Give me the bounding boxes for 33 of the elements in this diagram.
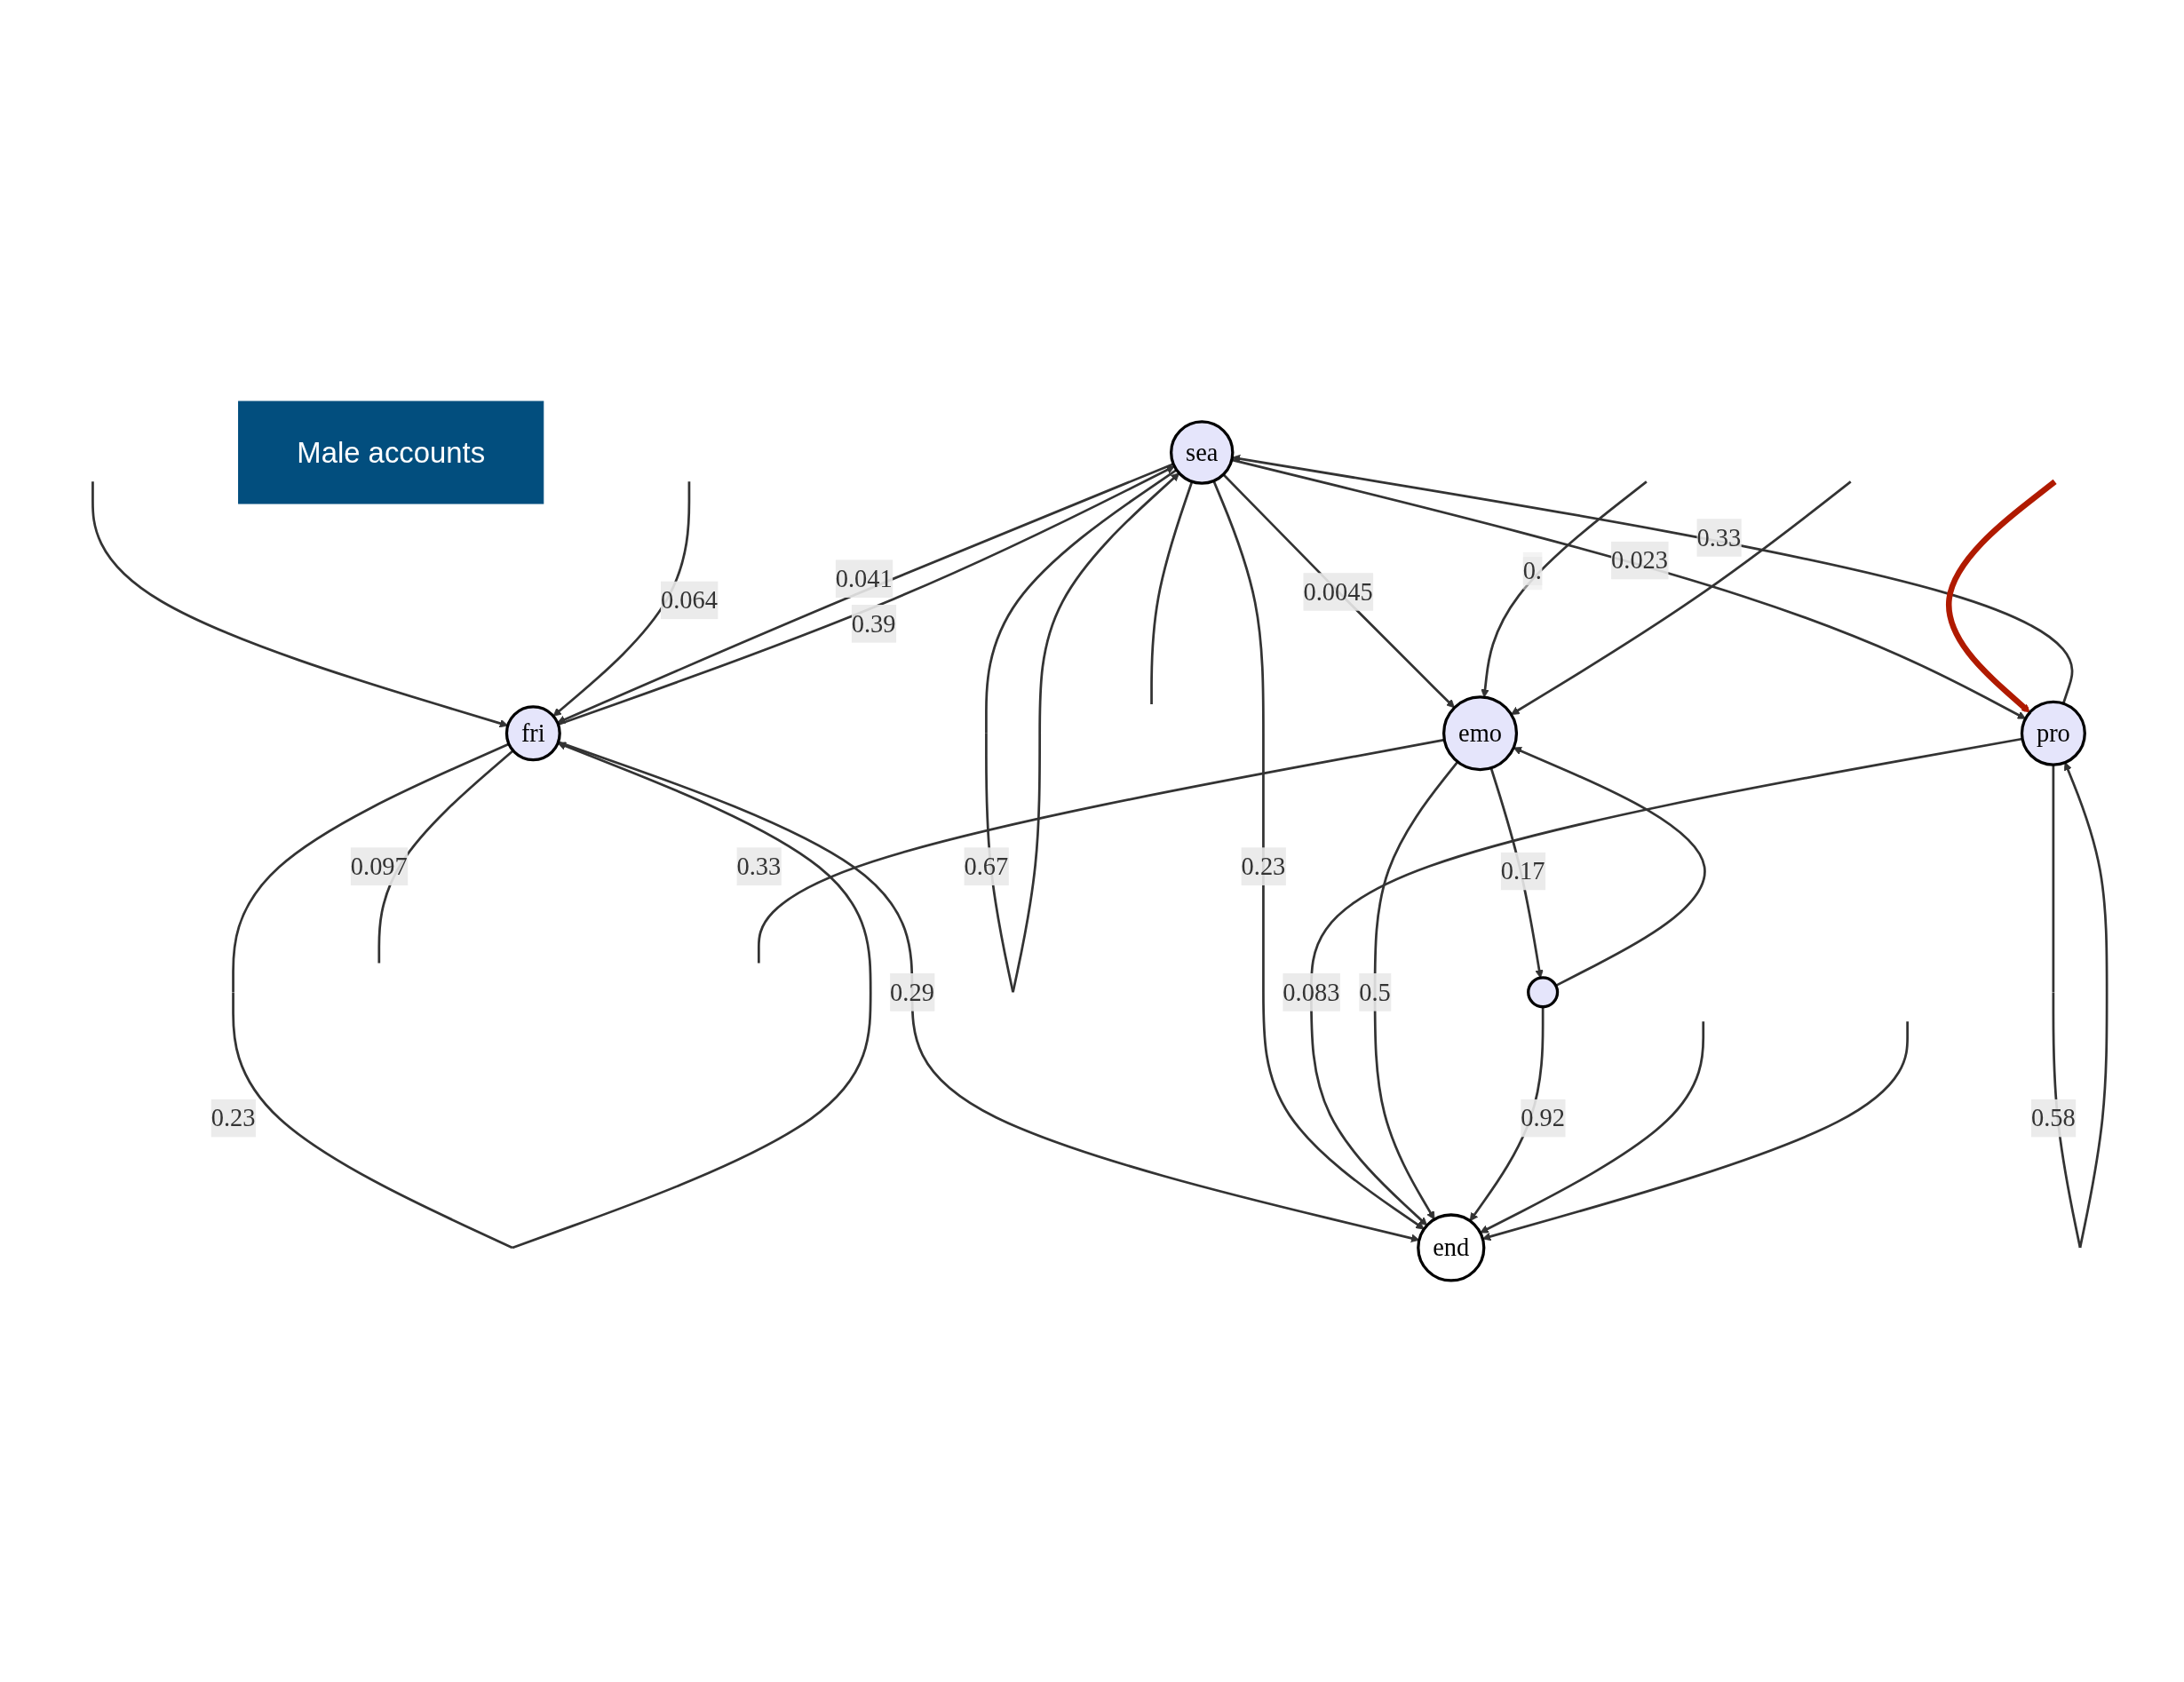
- arrow: [1480, 480, 1648, 698]
- arrow: [1479, 1021, 1704, 1234]
- edge-label: 0.083: [1282, 978, 1339, 1007]
- edge-label: 0.23: [1241, 852, 1285, 881]
- edge-label: 0.23: [210, 1104, 255, 1132]
- state-node: sea: [1169, 420, 1234, 485]
- edge-label: 0.33: [735, 852, 781, 881]
- edge-label: 0.39: [851, 609, 896, 639]
- edge-label: 0.097: [350, 852, 408, 881]
- arrow: [1510, 480, 1852, 715]
- edge-label: 0.023: [1610, 546, 1668, 575]
- edge-label: 0.0045: [1302, 577, 1373, 607]
- edge-label: 0.041: [835, 564, 893, 593]
- edge-label: 0.29: [889, 978, 934, 1007]
- state-node: fri: [504, 705, 561, 762]
- state-node: Male accounts: [237, 401, 544, 504]
- arrow: [1373, 761, 1458, 1220]
- edge-label: 0.67: [964, 852, 1008, 881]
- edge-label: 0.33: [1696, 523, 1741, 552]
- state-node: pro: [2020, 700, 2086, 766]
- edge-label: 0.17: [1500, 857, 1545, 885]
- state-node: emo: [1441, 695, 1518, 772]
- arrow: [552, 481, 690, 717]
- state-node: [1526, 976, 1559, 1009]
- edge-label: 0.: [1522, 557, 1542, 585]
- arrow: [1513, 747, 1705, 988]
- arrow: [1945, 479, 2057, 713]
- state-node: end: [1416, 1213, 1485, 1282]
- edge-label: 0.92: [1520, 1104, 1565, 1132]
- arrow: [1211, 480, 1425, 1230]
- edge-label: 0.064: [660, 586, 718, 615]
- edge-label: 0.5: [1358, 978, 1391, 1007]
- edge-label: 0.58: [2030, 1104, 2076, 1132]
